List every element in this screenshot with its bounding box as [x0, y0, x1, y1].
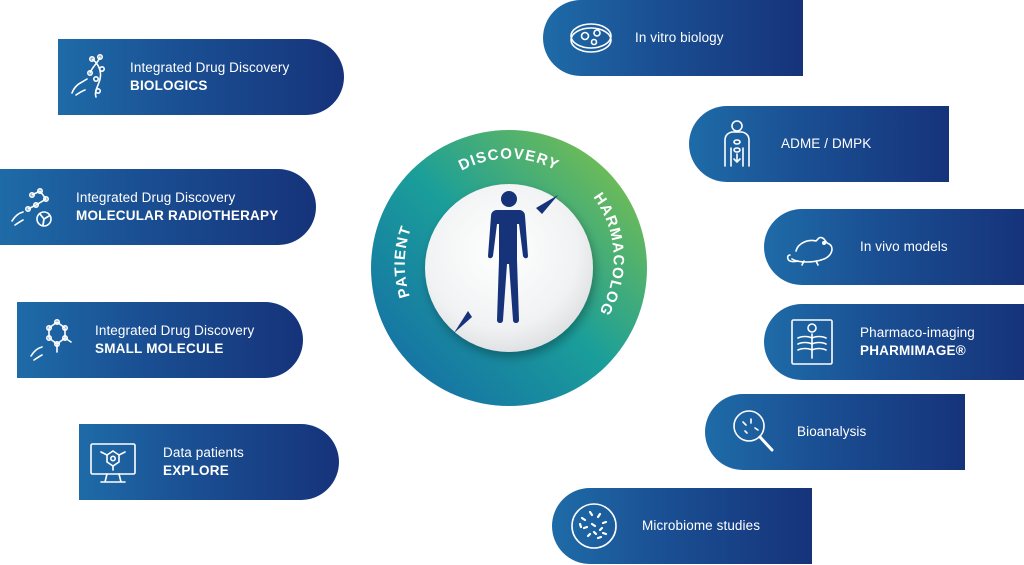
- human-body-icon: [711, 118, 763, 170]
- card-title: Bioanalysis: [797, 424, 867, 439]
- card-molecular-radiotherapy[interactable]: Integrated Drug Discovery MOLECULAR RADI…: [0, 169, 316, 245]
- card-data-patients[interactable]: Data patients EXPLORE: [79, 424, 339, 500]
- petri-dish-icon: [565, 12, 617, 64]
- monitor-data-icon: [87, 436, 139, 488]
- card-in-vitro-biology[interactable]: In vitro biology: [543, 0, 803, 76]
- card-title: Integrated Drug Discovery: [76, 190, 236, 205]
- card-title: Data patients: [163, 445, 244, 460]
- card-title: Integrated Drug Discovery: [95, 323, 255, 338]
- card-subtitle: BIOLOGICS: [130, 78, 208, 93]
- discovery-pharmacology-patient-wheel: DISCOVERY PHARMACOLOGY PATIENT: [354, 127, 664, 407]
- card-title: Pharmaco-imaging: [860, 325, 975, 340]
- card-subtitle: MOLECULAR RADIOTHERAPY: [76, 208, 279, 223]
- segment-patient: PATIENT: [392, 223, 414, 300]
- card-title: Integrated Drug Discovery: [130, 60, 290, 75]
- magnifier-icon: [727, 406, 779, 458]
- xray-chest-icon: [786, 316, 838, 368]
- card-subtitle: EXPLORE: [163, 463, 229, 478]
- card-title: In vitro biology: [635, 30, 724, 45]
- molecule-hand-icon: [25, 314, 77, 366]
- pointer-top-right: [536, 195, 558, 214]
- card-subtitle: SMALL MOLECULE: [95, 341, 224, 356]
- card-title: Microbiome studies: [642, 518, 761, 533]
- card-pharmaco-imaging[interactable]: Pharmaco-imaging PHARMIMAGE®: [764, 304, 1024, 380]
- wheel-center: [425, 184, 593, 352]
- mouse-icon: [786, 221, 838, 273]
- card-title: ADME / DMPK: [781, 136, 872, 151]
- radiation-molecule-icon: [6, 181, 58, 233]
- card-in-vivo-models[interactable]: In vivo models: [764, 209, 1024, 285]
- pointer-bottom-left: [454, 311, 472, 333]
- card-adme-dmpk[interactable]: ADME / DMPK: [689, 106, 949, 182]
- card-subtitle: PHARMIMAGE®: [860, 343, 966, 358]
- card-biologics[interactable]: Integrated Drug Discovery BIOLOGICS: [58, 39, 344, 115]
- human-figure-icon: [488, 191, 528, 323]
- card-title: In vivo models: [860, 239, 948, 254]
- card-bioanalysis[interactable]: Bioanalysis: [705, 394, 965, 470]
- dna-hand-icon: [64, 51, 116, 103]
- svg-text:PATIENT: PATIENT: [392, 223, 415, 300]
- microbiome-icon: [568, 500, 620, 552]
- card-microbiome-studies[interactable]: Microbiome studies: [552, 488, 812, 564]
- card-small-molecule[interactable]: Integrated Drug Discovery SMALL MOLECULE: [17, 302, 303, 378]
